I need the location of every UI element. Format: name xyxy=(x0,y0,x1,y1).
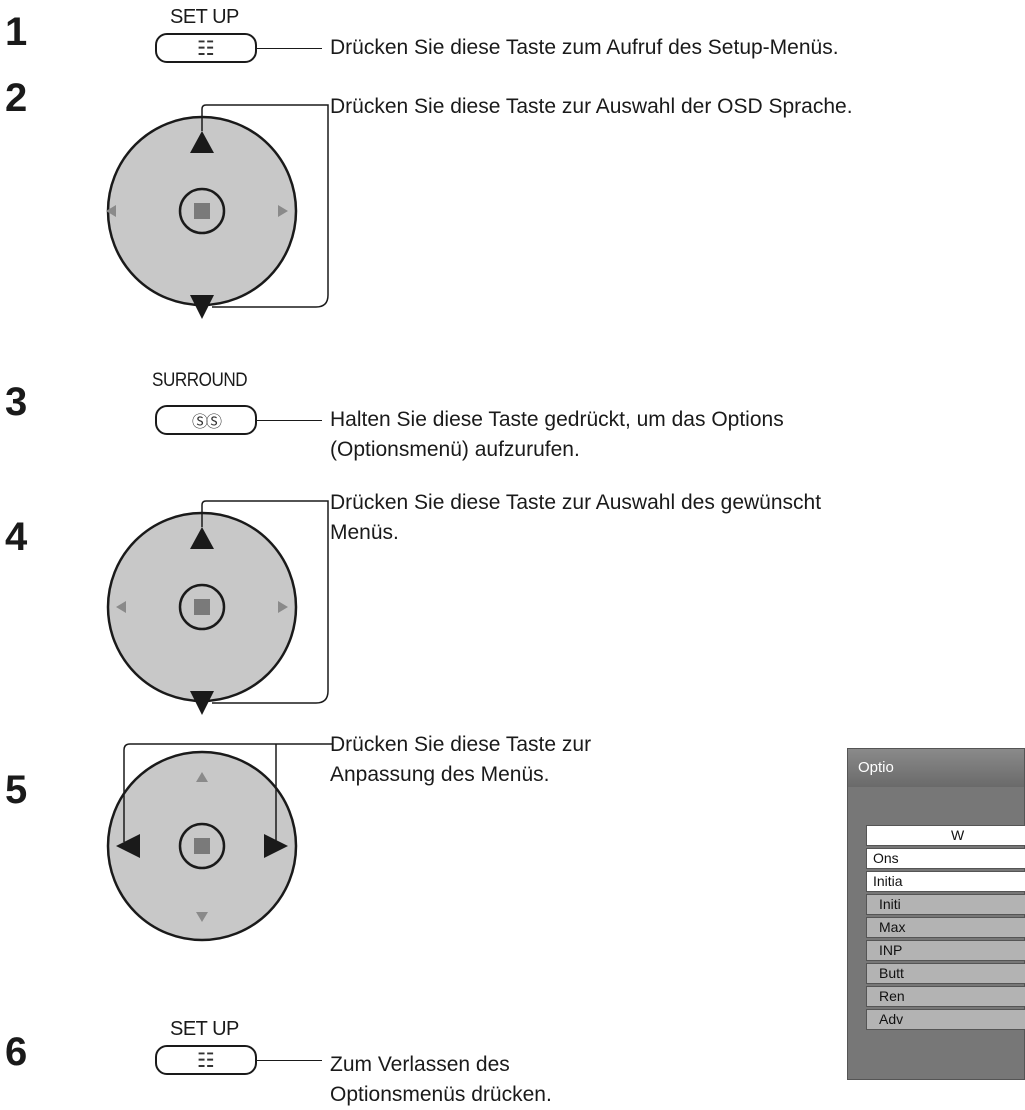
step-number-4: 4 xyxy=(5,515,28,559)
step-number-3: 3 xyxy=(5,380,28,424)
options-menu-item[interactable]: Adv xyxy=(866,1009,1025,1030)
step-number-6: 6 xyxy=(5,1030,28,1074)
surround-button[interactable]: ⓈⓈ xyxy=(155,405,257,435)
surround-icon: ⓈⓈ xyxy=(191,414,222,431)
options-menu-item[interactable]: INP xyxy=(866,940,1025,961)
step-number-1: 1 xyxy=(5,10,28,54)
step-number-5: 5 xyxy=(5,768,28,812)
instruction-text: Zum Verlassen des Optionsmenüs drücken. xyxy=(330,1053,552,1106)
options-menu-item[interactable]: Max xyxy=(866,917,1025,938)
instruction-text: Halten Sie diese Taste gedrückt, um das … xyxy=(330,408,784,461)
leader-line xyxy=(257,1060,322,1061)
dpad-up-down[interactable] xyxy=(100,500,330,731)
options-menu-item[interactable]: Initia xyxy=(866,871,1025,892)
menu-list-icon: ☷ xyxy=(197,1049,215,1072)
options-menu-panel: Optio W Ons Initia Initi Max INP Butt Re… xyxy=(847,748,1025,1080)
setup-key-label: SET UP xyxy=(170,6,239,28)
setup-key-label: SET UP xyxy=(170,1018,239,1040)
options-menu-item[interactable]: Ons xyxy=(866,848,1025,869)
instruction-text: Drücken Sie diese Taste zur Auswahl des … xyxy=(330,491,822,544)
instruction-text: Drücken Sie diese Taste zur Auswahl der … xyxy=(330,95,853,118)
dpad-up-down[interactable] xyxy=(100,104,330,335)
leader-line xyxy=(257,420,322,421)
options-menu-item[interactable]: Initi xyxy=(866,894,1025,915)
options-menu-item[interactable]: W xyxy=(866,825,1025,846)
surround-key-label: SURROUND xyxy=(152,370,248,391)
instruction-text: Drücken Sie diese Taste zur Anpassung de… xyxy=(330,733,592,786)
options-menu-item[interactable]: Butt xyxy=(866,963,1025,984)
setup-button[interactable]: ☷ xyxy=(155,33,257,63)
options-menu-title: Optio xyxy=(848,749,1024,787)
leader-line xyxy=(257,48,322,49)
step-number-2: 2 xyxy=(5,76,28,120)
setup-button[interactable]: ☷ xyxy=(155,1045,257,1075)
dpad-left-right[interactable] xyxy=(100,730,340,980)
menu-list-icon: ☷ xyxy=(197,37,215,60)
options-menu-item[interactable]: Ren xyxy=(866,986,1025,1007)
instruction-text: Drücken Sie diese Taste zum Aufruf des S… xyxy=(330,36,839,59)
